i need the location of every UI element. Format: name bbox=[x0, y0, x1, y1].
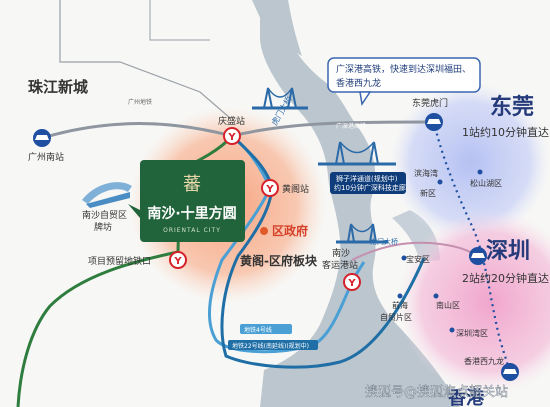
shenzhen-note: 2站约20分钟直达 bbox=[462, 271, 549, 285]
gate-label-line1: 南沙自贸区 bbox=[82, 209, 127, 221]
tunnel-label: 狮子洋通道(规划中) 约10分钟广深科技走廊 bbox=[334, 174, 406, 192]
district-hongkong: 香港 bbox=[447, 388, 485, 407]
train-icon-guangzhou-south bbox=[33, 129, 51, 147]
train-icon-humen bbox=[425, 113, 443, 131]
callout-box bbox=[327, 57, 481, 93]
brand-logo-icon: 蕃 bbox=[183, 174, 201, 195]
station-huangge: 黄阁站 bbox=[282, 183, 309, 195]
metro-label: 广州地铁 bbox=[128, 98, 152, 106]
gate-label: 南沙自贸区 牌坊 bbox=[82, 209, 130, 233]
area-shenzhenbay: 深圳湾区 bbox=[456, 328, 488, 338]
area-qianhai: 前海 自贸片区 bbox=[380, 300, 412, 322]
metro-icon-huangge: Y bbox=[261, 179, 279, 197]
bridge-humen-label: 虎门大桥 bbox=[269, 94, 294, 127]
nanhe-line bbox=[351, 241, 481, 261]
area-baoan: 宝安区 bbox=[406, 254, 430, 264]
gate-label-line2: 牌坊 bbox=[94, 221, 112, 233]
bridge-nanhe-label: 南门大桥 bbox=[370, 237, 398, 246]
watermark: 搜狐号@搜狐焦点韶关站 bbox=[365, 384, 508, 400]
river-upper bbox=[252, 0, 302, 56]
dot-binhai bbox=[437, 179, 443, 185]
train-icon-hk bbox=[501, 363, 519, 381]
district-pearl-river: 珠江新城 bbox=[28, 78, 88, 96]
dot-baoan bbox=[401, 255, 407, 261]
gate-icon bbox=[82, 182, 132, 208]
line22-label: 地铁22号线(南延线)(规划中) bbox=[232, 342, 309, 350]
metro-icon-nansha-port: Y bbox=[343, 273, 361, 291]
grey-road-2 bbox=[149, 0, 210, 41]
callout-text: 广深港高铁，快速到达深圳福田、 香港西九龙 bbox=[336, 63, 474, 89]
brand-name: 南沙·十里方圆 bbox=[147, 205, 236, 222]
area-qianhai-line1: 前海 bbox=[392, 300, 408, 310]
shenzhen-halo bbox=[398, 210, 550, 394]
callout-line2: 香港西九龙 bbox=[336, 77, 381, 89]
svg-text:Y: Y bbox=[227, 132, 236, 143]
line22-label-box bbox=[228, 340, 318, 350]
nansha-passenger-line2: 客运港站 bbox=[322, 259, 358, 271]
dongguan-note: 1站约10分钟直达 bbox=[462, 125, 549, 139]
dotted-link bbox=[432, 121, 512, 373]
metro-icon-qingsheng: Y bbox=[223, 127, 241, 145]
station-hk: 香港西九龙 bbox=[464, 356, 504, 366]
callout-line1: 广深港高铁，快速到达深圳福田、 bbox=[336, 63, 471, 75]
svg-text:Y: Y bbox=[173, 256, 182, 267]
area-binhai-line1: 滨海湾 bbox=[414, 168, 438, 178]
huangge-block-label: 黄阁-区府板块 bbox=[240, 253, 318, 268]
line4-label-box bbox=[240, 324, 292, 334]
river-shape bbox=[260, 0, 460, 407]
brand-sub: ORIENTAL CITY bbox=[163, 227, 221, 234]
brand-pointer bbox=[128, 204, 140, 218]
shiziyang-bridge bbox=[318, 141, 396, 166]
dot-songshan bbox=[477, 169, 483, 175]
nansha-passenger-line1: 南沙 bbox=[332, 247, 350, 259]
station-humen: 东莞虎门 bbox=[412, 97, 448, 109]
hsr-label: 广深港高铁 bbox=[336, 122, 366, 130]
dot-nanshan bbox=[433, 293, 439, 299]
station-nansha-passenger: 南沙 客运港站 bbox=[322, 247, 358, 271]
dot-qianhai bbox=[397, 293, 403, 299]
district-gov-label: 区政府 bbox=[272, 223, 308, 238]
train-icon-shenzhen bbox=[469, 247, 487, 265]
svg-text:Y: Y bbox=[265, 184, 274, 195]
svg-text:Y: Y bbox=[347, 278, 356, 289]
district-shenzhen: 深圳 bbox=[486, 239, 530, 264]
tunnel-label-box bbox=[330, 172, 406, 194]
metro-icon-project: Y bbox=[169, 251, 187, 269]
nanhe-bridge bbox=[336, 223, 388, 244]
tunnel-label-line1: 狮子洋通道(规划中) bbox=[336, 174, 398, 183]
grey-road-1 bbox=[59, 0, 231, 119]
area-binhai-line2: 新区 bbox=[420, 188, 436, 198]
station-qingsheng: 庆盛站 bbox=[218, 115, 245, 127]
brand-box bbox=[140, 160, 245, 242]
station-guangzhou-south: 广州南站 bbox=[28, 151, 64, 163]
area-qianhai-line2: 自贸片区 bbox=[380, 312, 412, 322]
area-binhai: 滨海湾 新区 bbox=[414, 168, 441, 198]
station-project: 项目预留地铁口 bbox=[88, 255, 151, 267]
callout-tail bbox=[359, 91, 372, 106]
district-dongguan: 东莞 bbox=[490, 94, 534, 120]
metro-line-22 bbox=[16, 135, 234, 407]
dot-shenzhenbay bbox=[449, 327, 455, 333]
area-songshan: 松山湖区 bbox=[470, 178, 502, 188]
humen-bridge bbox=[252, 87, 308, 110]
district-gov-dot bbox=[260, 227, 268, 235]
line4-label: 地铁4号线 bbox=[244, 326, 272, 334]
tunnel-label-line2: 约10分钟广深科技走廊 bbox=[334, 183, 406, 192]
area-nanshan: 南山区 bbox=[436, 300, 460, 310]
